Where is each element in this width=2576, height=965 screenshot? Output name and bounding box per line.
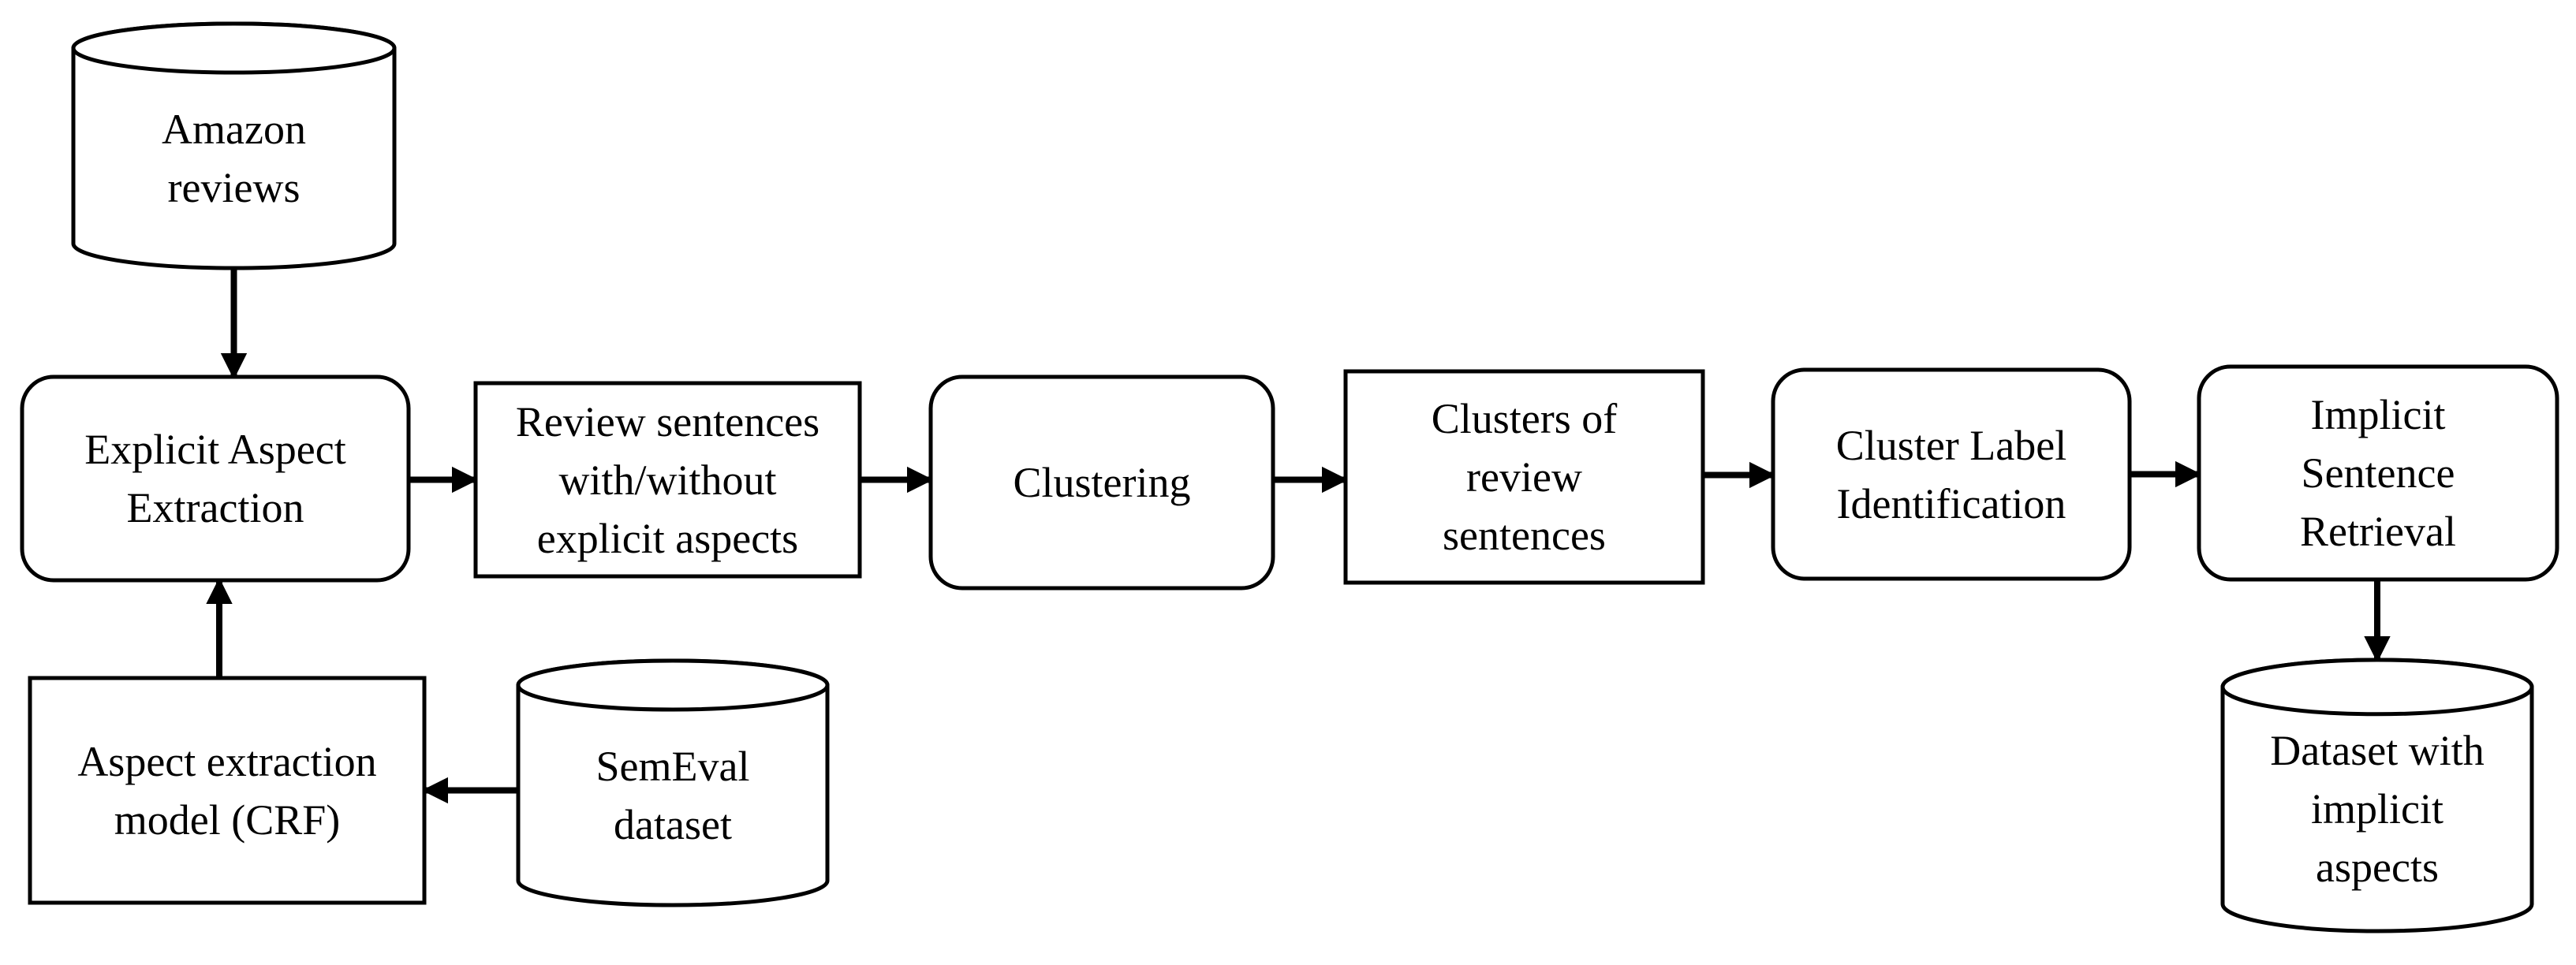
clusters-of-review-sentences-shape bbox=[1343, 369, 1705, 585]
clusters-of-review-sentences-label: Clusters of review sentences bbox=[1431, 395, 1618, 559]
dataset-with-implicit-aspects-label: Dataset with implicit aspects bbox=[2270, 727, 2485, 892]
review-sentences-label: Review sentences with/without explicit a… bbox=[515, 397, 820, 562]
semeval-dataset-label: SemEval dataset bbox=[595, 742, 750, 848]
aspect-extraction-model-shape bbox=[28, 676, 427, 905]
aspect-extraction-model-label: Aspect extraction model (CRF) bbox=[77, 737, 377, 844]
clustering-shape bbox=[928, 374, 1275, 591]
explicit-aspect-extraction-shape bbox=[20, 374, 411, 583]
cluster-label-identification-label: Cluster Label Identification bbox=[1835, 421, 2067, 527]
implicit-sentence-retrieval-label: Implicit Sentence Retrieval bbox=[2300, 391, 2456, 555]
implicit-sentence-retrieval-shape bbox=[2197, 364, 2559, 582]
semeval-dataset-shape bbox=[516, 658, 830, 907]
amazon-reviews-label: Amazon reviews bbox=[162, 105, 306, 211]
cluster-label-identification-shape bbox=[1771, 367, 2132, 581]
explicit-aspect-extraction-label: Explicit Aspect Extraction bbox=[84, 426, 346, 531]
dataset-with-implicit-aspects-shape bbox=[2220, 658, 2534, 933]
review-sentences-shape bbox=[473, 381, 862, 579]
clustering-label: Clustering bbox=[1013, 459, 1191, 506]
amazon-reviews-shape bbox=[71, 21, 397, 270]
